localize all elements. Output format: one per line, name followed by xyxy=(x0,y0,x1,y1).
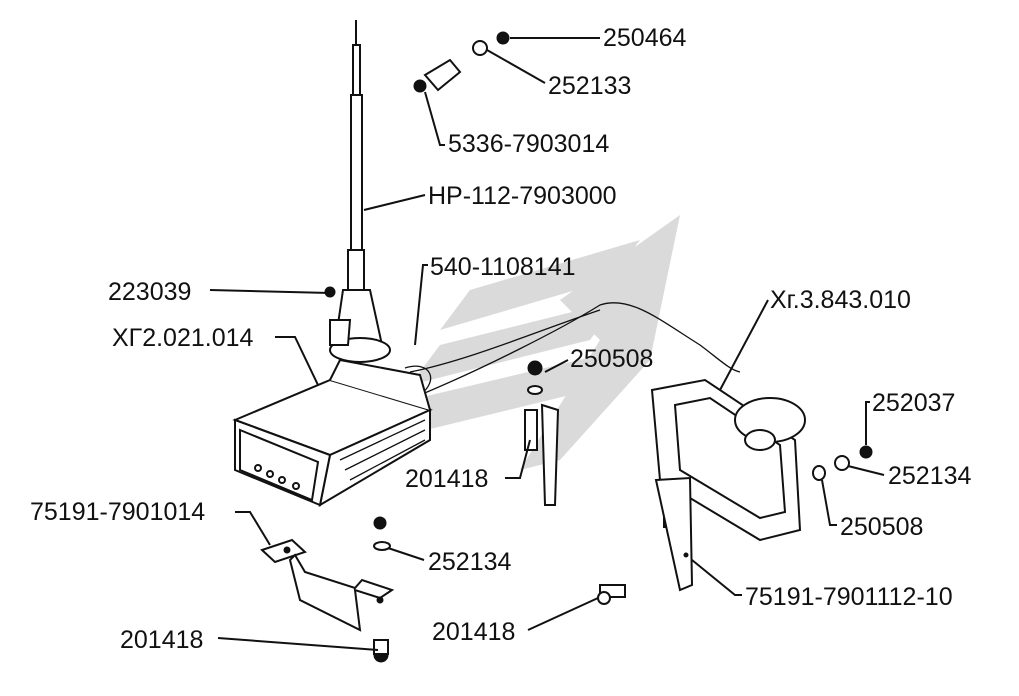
label-np-112-7903000: НР-112-7903000 xyxy=(428,182,617,210)
hardware xyxy=(324,286,873,663)
mounting-bracket-2 xyxy=(654,476,694,592)
label-540-1108141: 540-1108141 xyxy=(430,253,576,281)
label-250464: 250464 xyxy=(603,24,687,52)
label-252134-b: 252134 xyxy=(428,548,512,576)
part-labels: 250464 252133 5336-7903014 НР-112-790300… xyxy=(30,24,972,654)
label-5336-7903014: 5336-7903014 xyxy=(448,130,609,158)
label-223039: 223039 xyxy=(108,278,191,306)
label-252037: 252037 xyxy=(872,389,955,417)
mounting-bracket-1 xyxy=(260,538,395,632)
antenna-cable xyxy=(404,302,741,396)
antenna-cap xyxy=(413,31,510,93)
label-201418-b: 201418 xyxy=(432,618,515,646)
label-75191-7901014: 75191-7901014 xyxy=(30,498,205,526)
label-250508-a: 250508 xyxy=(570,345,653,373)
label-201418-a: 201418 xyxy=(405,465,488,493)
speaker xyxy=(650,378,806,542)
label-xg2-021-014: ХГ2.021.014 xyxy=(112,324,254,352)
label-xg3-843-010: Хг.3.843.010 xyxy=(770,286,911,314)
label-252134-a: 252134 xyxy=(888,462,972,490)
label-250508-b: 250508 xyxy=(840,513,923,541)
antenna xyxy=(329,20,391,363)
label-75191-7901112-10: 75191-7901112-10 xyxy=(745,583,953,611)
leader-lines xyxy=(209,37,885,651)
label-201418-c: 201418 xyxy=(120,626,203,654)
radio-receiver xyxy=(232,358,433,508)
label-252133: 252133 xyxy=(548,72,631,100)
